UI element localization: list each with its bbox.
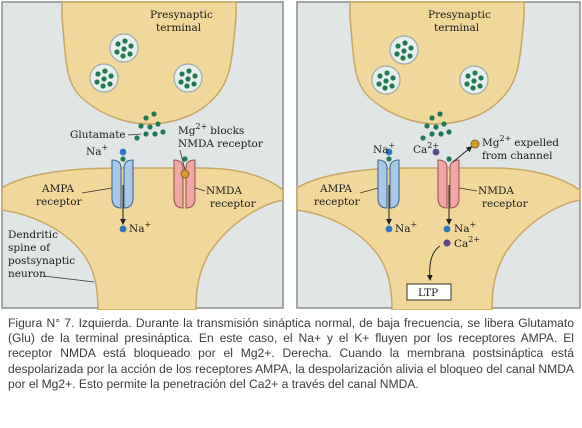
dendritic-label: neuron [8, 268, 46, 280]
mg-ion [180, 169, 190, 179]
synaptic-vesicle [389, 35, 419, 65]
ampa-label: receptor [36, 196, 83, 208]
synapse-figure: Presynaptic terminal Glutamate Na+ Mg2+b… [1, 1, 581, 311]
synaptic-vesicle [173, 63, 203, 93]
nmda-label: NMDA [478, 185, 514, 197]
ca-label: Ca2+ [413, 141, 439, 156]
na-inside-label: Na+ [454, 220, 476, 235]
ca-ion [432, 148, 440, 156]
ca-inside-label: Ca2+ [454, 235, 480, 250]
synaptic-vesicle [371, 65, 401, 95]
presynaptic-label: terminal [156, 22, 202, 34]
right-panel: Presynaptic terminal Na+ Ca2+ Mg2+expell… [296, 1, 581, 311]
presynaptic-terminal [349, 1, 525, 125]
na-label: Na+ [373, 141, 395, 156]
na-ion [385, 225, 393, 233]
glutamate-label: Glutamate [70, 129, 126, 141]
ampa-label: AMPA [319, 183, 352, 195]
nmda-label: NMDA [206, 185, 242, 197]
nmda-receptor-label: NMDA receptor [178, 138, 264, 150]
mg-expelled-label: from channel [482, 150, 553, 162]
figure-caption: Figura N° 7. Izquierda. Durante la trans… [8, 316, 574, 391]
bound-glutamate [386, 156, 392, 162]
mg-ion [470, 139, 480, 149]
synaptic-vesicle [89, 63, 119, 93]
nmda-label: receptor [210, 198, 257, 210]
bound-glutamate [182, 156, 188, 162]
postsynaptic-spine [296, 167, 581, 311]
synaptic-vesicle [459, 65, 489, 95]
synaptic-vesicle [109, 33, 139, 63]
nmda-label: receptor [482, 198, 529, 210]
ampa-label: receptor [314, 196, 361, 208]
left-panel: Presynaptic terminal Glutamate Na+ Mg2+b… [1, 1, 284, 311]
bound-glutamate [120, 156, 126, 162]
ca-ion [443, 239, 451, 247]
ampa-label: AMPA [41, 183, 74, 195]
glutamate-release [134, 111, 166, 141]
dendritic-label: postsynaptic [8, 255, 75, 267]
presynaptic-terminal [61, 1, 237, 125]
na-ion [119, 148, 127, 156]
presynaptic-label: Presynaptic [428, 9, 491, 21]
ltp-box [406, 283, 452, 301]
dendritic-label: spine of [8, 242, 51, 254]
na-label: Na+ [86, 143, 108, 158]
na-inside-label: Na+ [129, 220, 151, 235]
glutamate-release [420, 111, 452, 141]
bound-glutamate [446, 156, 452, 162]
presynaptic-label: terminal [434, 22, 480, 34]
na-ion [385, 148, 393, 156]
mg-blocks-label: Mg2+blocks [178, 122, 244, 137]
mg-expelled-label: Mg2+expelled [482, 134, 559, 149]
na-ion [119, 225, 127, 233]
presynaptic-label: Presynaptic [150, 9, 213, 21]
ltp-label: LTP [418, 287, 438, 299]
dendritic-label: Dendritic [8, 229, 58, 241]
na-ion [443, 225, 451, 233]
na-inside-label: Na+ [395, 220, 417, 235]
